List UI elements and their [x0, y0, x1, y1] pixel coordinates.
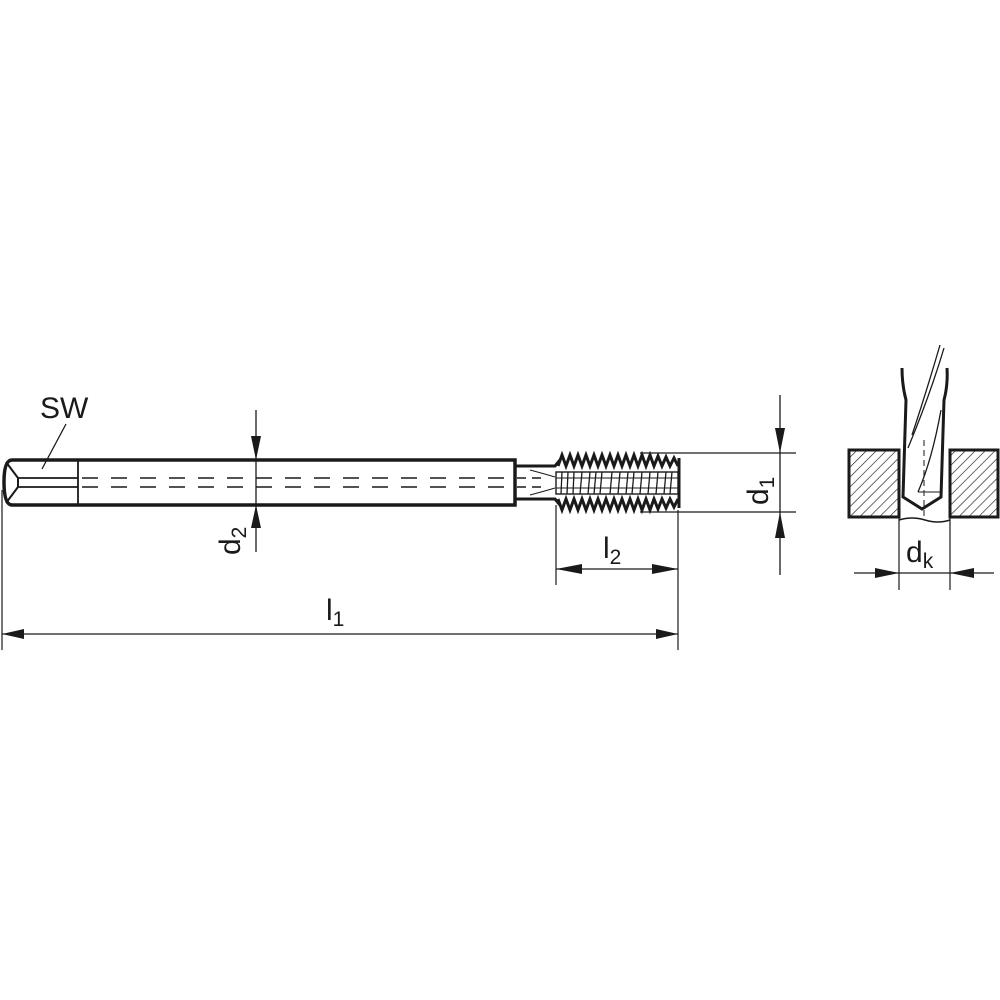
- tap-neck: [515, 459, 562, 506]
- l1-dimension: l1: [1, 490, 678, 650]
- l1-label: l1: [326, 594, 344, 631]
- tap-thread: [555, 450, 681, 515]
- l2-dimension: l2: [555, 505, 679, 650]
- tap-shank: [2, 458, 517, 507]
- core-hole-detail: dk: [847, 344, 1000, 590]
- l2-label: l2: [603, 532, 621, 569]
- dk-label: dk: [906, 536, 934, 573]
- d2-dimension: d2: [214, 410, 261, 555]
- sw-callout: SW: [40, 392, 89, 470]
- d1-dimension: d1: [640, 395, 796, 575]
- d2-label: d2: [214, 527, 251, 555]
- d1-label: d1: [742, 477, 779, 505]
- sw-label: SW: [40, 392, 89, 425]
